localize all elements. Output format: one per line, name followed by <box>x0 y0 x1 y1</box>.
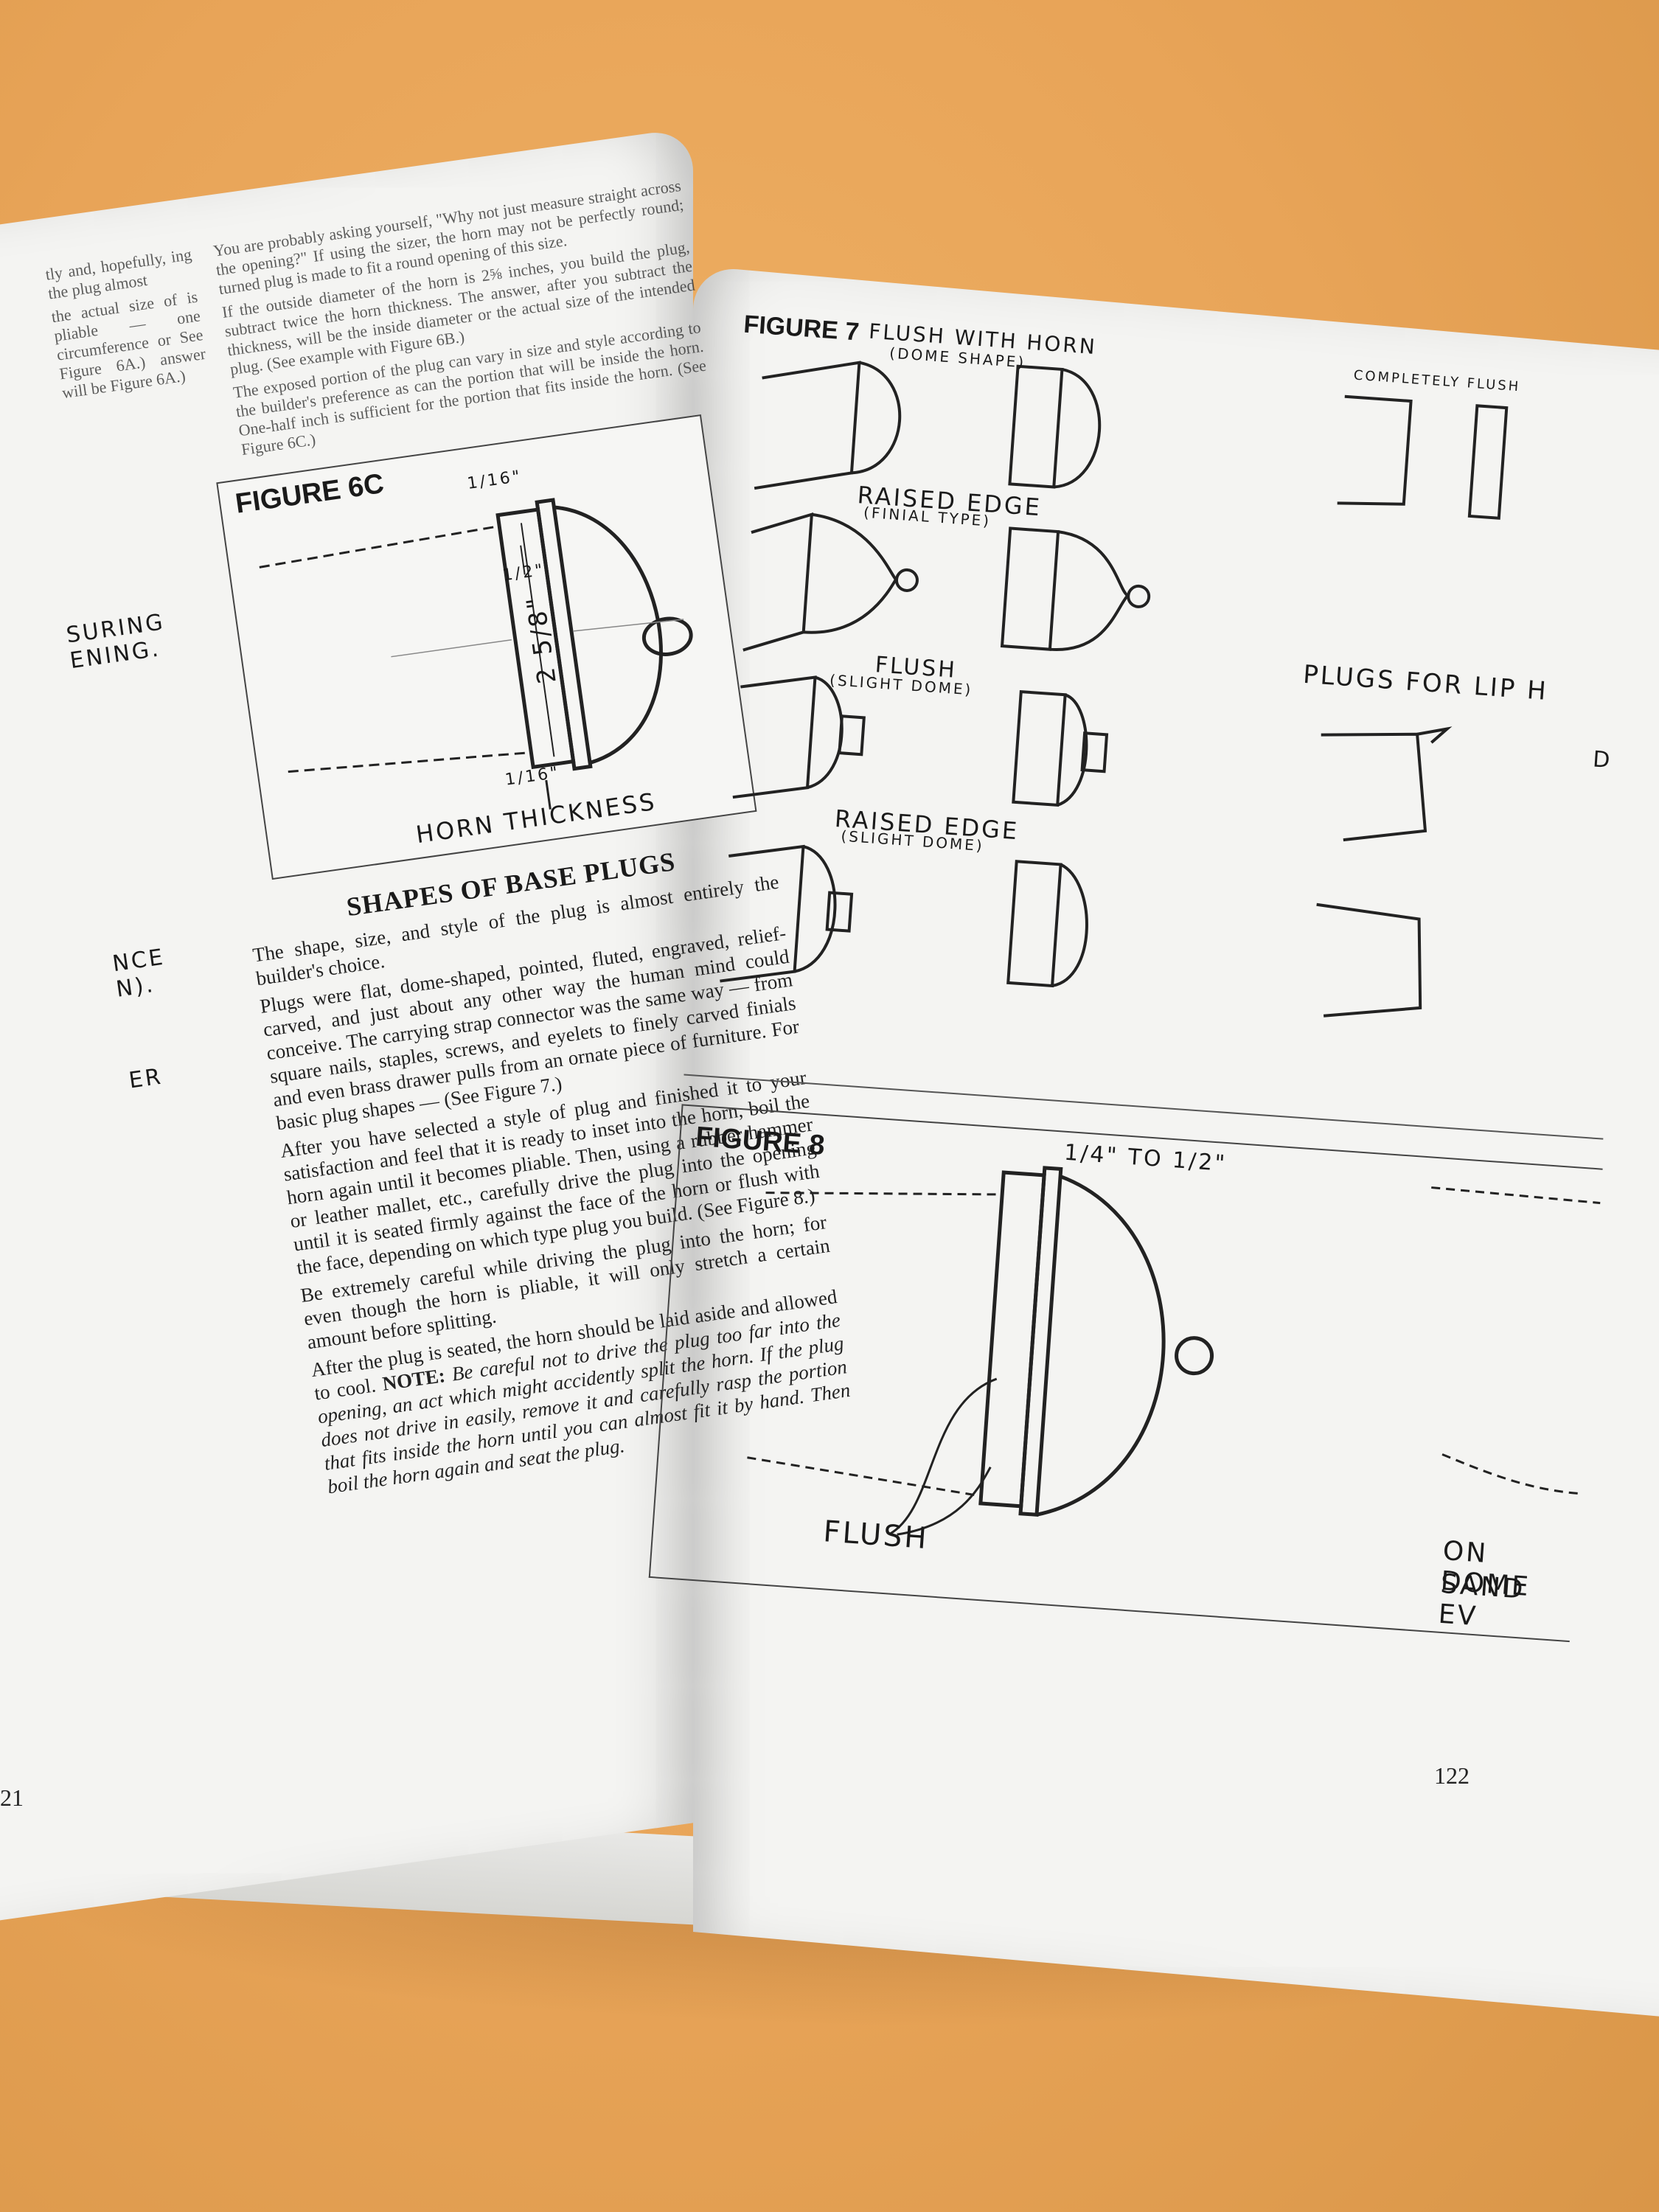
label-d: D <box>1592 746 1613 774</box>
figure-8-caption-sand: SAND EV <box>1437 1568 1526 1632</box>
figure-6c-drawing <box>259 498 693 810</box>
right-page-content: FIGURE 7 <box>648 310 1659 1644</box>
left-page-content: tly and, hopefully, ing the plug almost … <box>44 175 863 1519</box>
top-fragment-b: the actual size of is pliable — one circ… <box>50 287 207 403</box>
figure-6c-region: SURING ENING. NCE N). ER FIGURE 6C <box>65 411 776 1094</box>
right-page-number: 122 <box>1434 1762 1470 1789</box>
figure-8-caption-flush: FLUSH <box>822 1514 930 1557</box>
left-top-fragment-column: tly and, hopefully, ing the plug almost … <box>44 245 221 487</box>
figure-7-drawing <box>684 361 1604 1140</box>
figure-8-drawing <box>747 1166 1601 1536</box>
figure-8-box: FIGURE 8 1/4" TO 1/2" FLUSH ON DOME SAND… <box>648 1104 1603 1643</box>
left-page-number: 21 <box>0 1784 24 1811</box>
figure-6c-box: FIGURE 6C 1/16" 1/2" 2 5/8" 1 <box>216 414 757 880</box>
figure-7-box: FIGURE 7 <box>670 310 1657 1330</box>
